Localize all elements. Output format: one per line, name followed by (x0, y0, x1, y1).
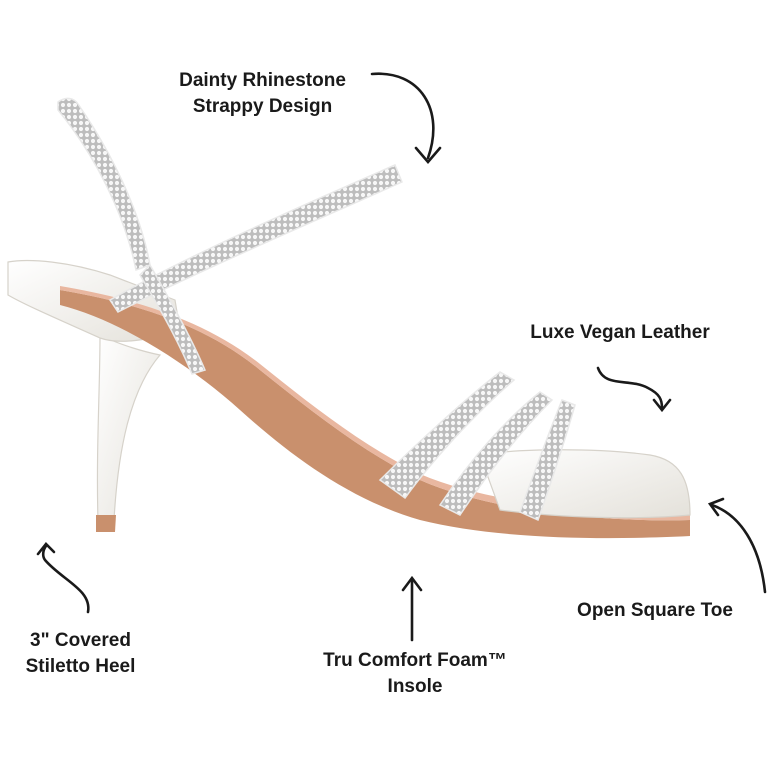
callout-stiletto-heel: 3" Covered Stiletto Heel (8, 628, 153, 680)
callout-foam-line2: Insole (387, 676, 443, 697)
arrow-heel (41, 544, 90, 614)
square-toe (479, 449, 691, 519)
callout-open-square-toe: Open Square Toe (555, 598, 755, 624)
sole (60, 286, 690, 539)
callout-arrows (36, 72, 767, 642)
arrow-rhinestone (370, 72, 435, 160)
callout-comfort-foam-insole: Tru Comfort Foam™ Insole (300, 648, 530, 700)
stiletto-heel (96, 334, 162, 532)
toe-straps (378, 371, 576, 522)
callout-heel-line1: 3" Covered (30, 630, 131, 651)
arrow-leather (596, 366, 664, 410)
arrow-toe (710, 503, 767, 594)
callout-rhinestone-strappy-design: Dainty Rhinestone Strappy Design (160, 68, 365, 120)
callout-heel-line2: Stiletto Heel (25, 656, 136, 677)
callout-vegan-leather: Luxe Vegan Leather (505, 320, 735, 346)
callout-leather-line1: Luxe Vegan Leather (530, 322, 710, 343)
callout-rhinestone-line1: Dainty Rhinestone (179, 70, 346, 91)
callout-foam-line1: Tru Comfort Foam™ (323, 650, 507, 671)
ankle-straps (57, 97, 403, 375)
callout-rhinestone-line2: Strappy Design (192, 96, 333, 117)
callout-toe-line1: Open Square Toe (577, 600, 733, 621)
